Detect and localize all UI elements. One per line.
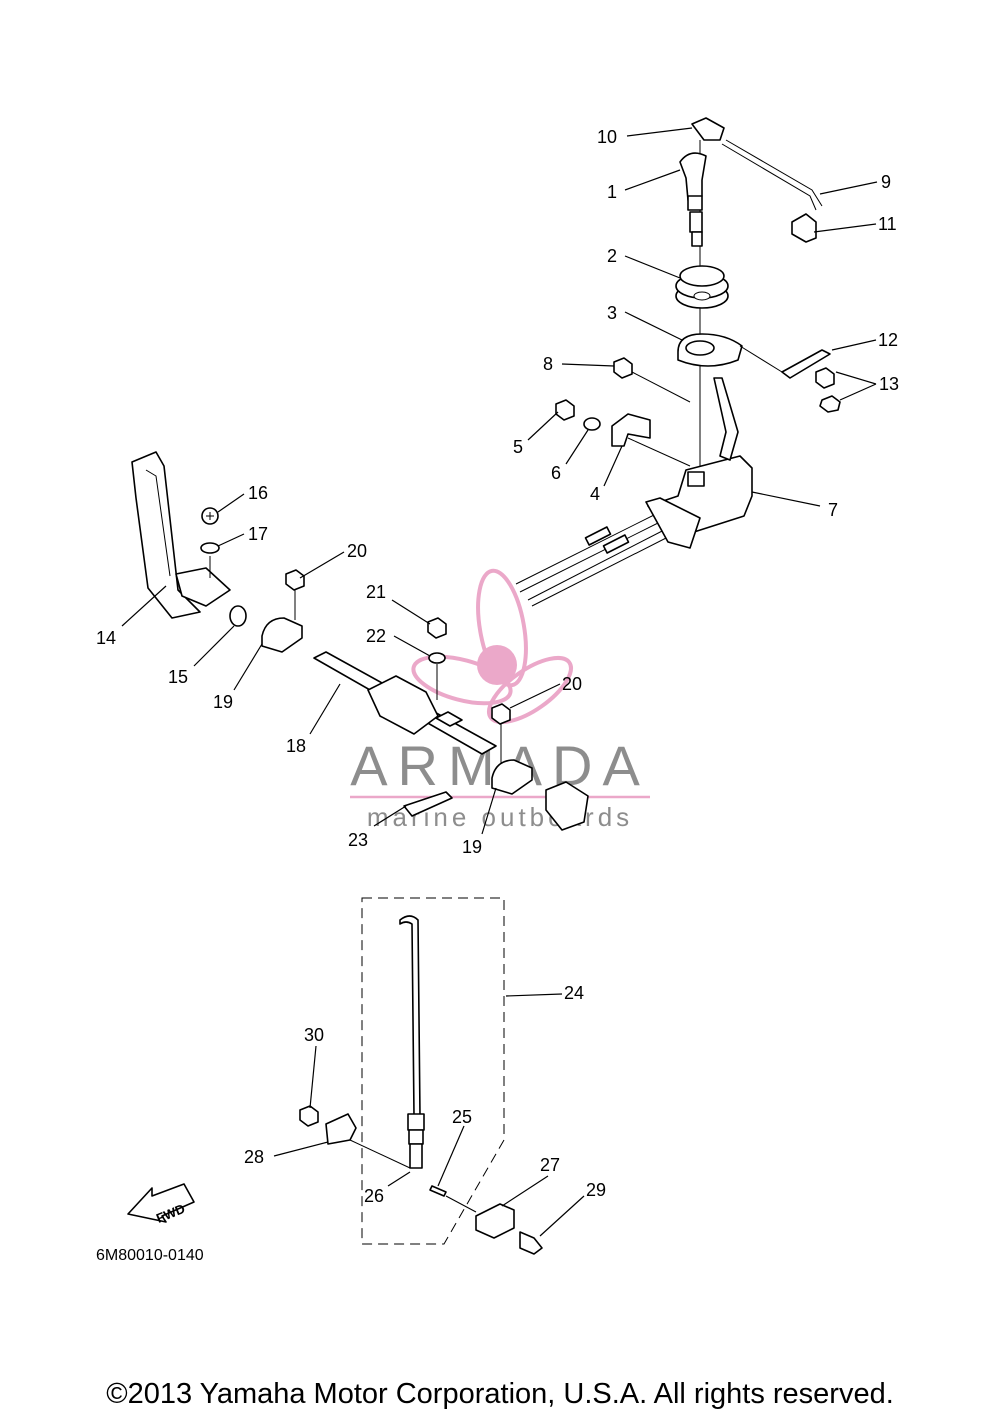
callout-9: 9: [881, 172, 891, 192]
callout-2: 2: [607, 246, 617, 266]
control-cables: [515, 497, 701, 607]
callout-21: 23: [348, 830, 368, 850]
part-13-clip: [815, 367, 835, 389]
callout-3: 3: [607, 303, 617, 323]
part-24-kit-outline: [361, 897, 505, 1245]
part-1-link: [679, 152, 707, 201]
callout-11: 11: [878, 214, 897, 234]
part-20-bolt-right: [491, 703, 511, 725]
callout-15: 15: [168, 667, 188, 687]
callout-16: 16: [248, 483, 268, 503]
callout-20-left: 20: [347, 541, 367, 561]
callout-23: 22: [366, 626, 386, 646]
part-15-oring: [229, 605, 247, 627]
callout-17: 17: [248, 524, 268, 544]
callout-26: 26: [364, 1186, 384, 1206]
part-30-nut: [299, 1105, 319, 1127]
part-21-plate: [403, 791, 453, 817]
part-12-lever: [781, 349, 831, 379]
callout-14: 14: [96, 628, 116, 648]
callout-22: 21: [366, 582, 386, 602]
copyright-notice: ©2013 Yamaha Motor Corporation, U.S.A. A…: [106, 1378, 894, 1410]
callout-1: 1: [607, 182, 617, 202]
callout-19-right: 19: [462, 837, 482, 857]
part-24-rod: [399, 915, 421, 1117]
part-11-clip: [791, 213, 817, 243]
callout-13: 13: [879, 374, 899, 394]
part-22-bolt: [427, 617, 447, 639]
part-14-lever: [131, 451, 201, 619]
callout-25: 25: [452, 1107, 472, 1127]
callout-5: 5: [513, 437, 523, 457]
part-19-holder-left: [261, 617, 303, 653]
callout-labels: 10 1 9 11 2 3 12 8 13 5 6 16 4 7 17 20 2…: [96, 127, 899, 1206]
part-10-clip: [691, 117, 725, 141]
part-4-clamp: [611, 413, 651, 447]
callout-27: 27: [540, 1155, 560, 1175]
part-6-washer: [583, 417, 601, 431]
part-2-spring: [675, 265, 729, 309]
callout-8: 8: [543, 354, 553, 374]
callout-12: 12: [878, 330, 898, 350]
fwd-arrow-icon: FWD: [127, 1183, 195, 1226]
shift-rod-assembly: [299, 897, 543, 1255]
callout-7: 7: [828, 500, 838, 520]
callout-18: 18: [286, 736, 306, 756]
callout-10: 10: [597, 127, 617, 147]
callout-4: 4: [590, 484, 600, 504]
part-27-clip: [475, 1203, 515, 1239]
part-9-rod: [721, 143, 817, 211]
shift-lever-assembly: [131, 451, 589, 831]
callout-30: 30: [304, 1025, 324, 1045]
leader-lines: [121, 127, 878, 1237]
callout-28: 28: [244, 1147, 264, 1167]
callout-24: 24: [564, 983, 584, 1003]
part-17-washer: [200, 542, 220, 554]
callout-20-right: 20: [562, 674, 582, 694]
propeller-icon: [411, 568, 573, 725]
callout-29: 29: [586, 1180, 606, 1200]
diagram-code: 6M80010-0140: [96, 1247, 204, 1264]
part-28-clip: [325, 1113, 357, 1145]
upper-assembly: [555, 117, 841, 533]
part-23-washer: [428, 652, 446, 664]
part-8-bolt: [613, 357, 633, 379]
part-20-bolt-left: [285, 569, 305, 591]
part-25-pin: [429, 1185, 447, 1197]
part-29-bolt: [519, 1231, 543, 1255]
part-19-holder-right: [491, 759, 533, 795]
callout-19-left: 19: [213, 692, 233, 712]
callout-6: 6: [551, 463, 561, 483]
part-5-bolt: [555, 399, 575, 421]
part-3-cam: [677, 333, 743, 367]
